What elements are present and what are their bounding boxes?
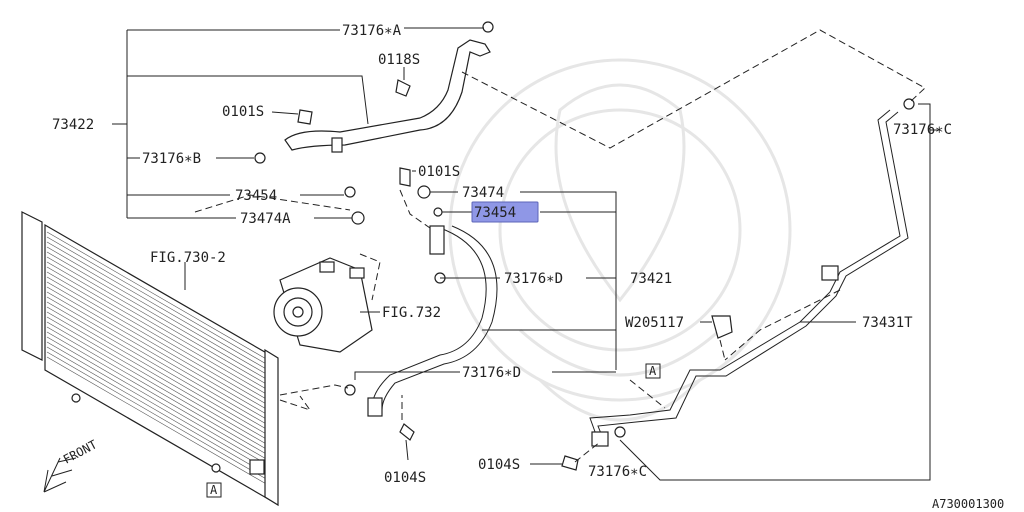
condenser-fin xyxy=(46,236,269,366)
label-73176-d-upper[interactable]: 73176∗D xyxy=(504,271,563,287)
condenser-fin xyxy=(46,286,269,416)
ref-box-a-top xyxy=(645,363,661,379)
pipe-73431t[interactable] xyxy=(589,109,909,447)
condenser-fin xyxy=(46,341,269,471)
condenser-fin xyxy=(46,266,269,396)
diagram-code: A730001300 xyxy=(932,497,1004,511)
condenser-fin xyxy=(46,326,269,456)
leader-lines xyxy=(112,27,940,481)
condenser-fins xyxy=(46,231,269,486)
label-73422[interactable]: 73422 xyxy=(52,117,94,133)
condenser-fin xyxy=(46,296,269,426)
fasteners xyxy=(254,21,915,471)
label-0101s-mid[interactable]: 0101S xyxy=(418,164,460,180)
label-73176-c-upper[interactable]: 73176∗C xyxy=(893,122,952,138)
label-0101s-upper[interactable]: 0101S xyxy=(222,104,264,120)
label-73474a[interactable]: 73474A xyxy=(240,211,291,227)
condenser-fin xyxy=(46,261,269,391)
ref-box-a-bottom xyxy=(206,482,222,498)
condenser-fin xyxy=(46,331,269,461)
condenser-fin xyxy=(46,351,269,481)
condenser-fin xyxy=(46,321,269,451)
label-73176-c-lower[interactable]: 73176∗C xyxy=(588,464,647,480)
label-73454-highlighted[interactable]: 73454 xyxy=(474,205,516,221)
label-a-top: A xyxy=(649,364,657,378)
label-73454-upper[interactable]: 73454 xyxy=(235,188,277,204)
label-a-bottom: A xyxy=(210,483,218,497)
label-73176-b[interactable]: 73176∗B xyxy=(142,151,201,167)
condenser-fin xyxy=(46,301,269,431)
label-front: FRONT xyxy=(61,437,99,466)
condenser-fin xyxy=(46,336,269,466)
condenser-fin xyxy=(46,311,269,441)
routing-dashed-lines xyxy=(194,29,926,463)
condenser-fin xyxy=(46,356,269,486)
condenser-fin xyxy=(46,231,269,361)
label-fig-730-2[interactable]: FIG.730-2 xyxy=(150,250,226,266)
condenser-fin xyxy=(46,246,269,376)
label-73474[interactable]: 73474 xyxy=(462,185,504,201)
condenser-fin xyxy=(46,346,269,476)
label-73431t[interactable]: 73431T xyxy=(862,315,913,331)
condenser-fin xyxy=(46,251,269,381)
discharge-hose-73421[interactable] xyxy=(367,225,498,417)
label-w205117[interactable]: W205117 xyxy=(625,315,684,331)
label-0104s-right[interactable]: 0104S xyxy=(478,457,520,473)
condenser-fin xyxy=(46,306,269,436)
suction-hose-73422[interactable] xyxy=(284,39,491,153)
condenser-fin xyxy=(46,281,269,411)
label-73176-a[interactable]: 73176∗A xyxy=(342,23,402,39)
condenser-fin xyxy=(46,271,269,401)
condenser-fin xyxy=(46,291,269,421)
condenser-unit[interactable] xyxy=(21,211,279,507)
label-0104s-left[interactable]: 0104S xyxy=(384,470,426,486)
watermark-emblem xyxy=(448,58,792,422)
label-fig-732[interactable]: FIG.732 xyxy=(382,305,441,321)
compressor[interactable] xyxy=(273,257,373,353)
front-arrow xyxy=(43,457,77,493)
condenser-fin xyxy=(46,276,269,406)
highlight-73454 xyxy=(471,201,539,223)
condenser-fin xyxy=(46,316,269,446)
label-73421[interactable]: 73421 xyxy=(630,271,672,287)
condenser-fin xyxy=(46,241,269,371)
condenser-fin xyxy=(46,256,269,386)
label-73176-d-lower[interactable]: 73176∗D xyxy=(462,365,521,381)
label-0118s[interactable]: 0118S xyxy=(378,52,420,68)
